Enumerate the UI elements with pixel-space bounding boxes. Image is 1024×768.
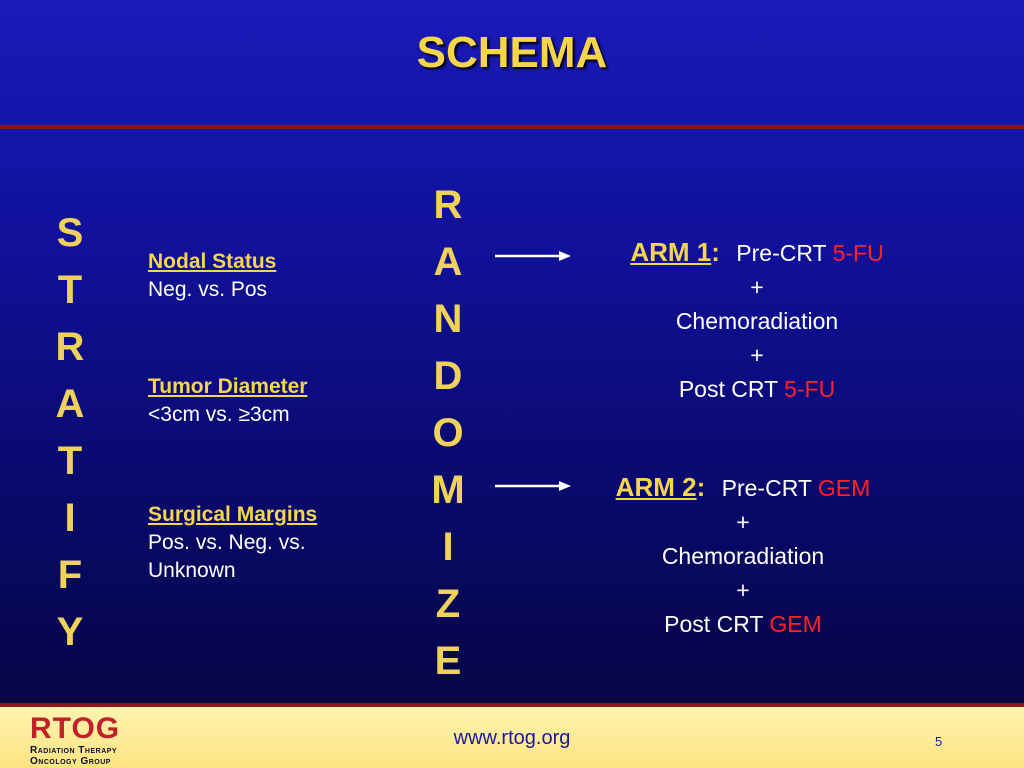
factor-name: Nodal Status: [148, 250, 277, 273]
post-crt-text: Post CRT: [664, 611, 764, 637]
arm-colon: :: [696, 472, 706, 502]
randomize-letter: N: [433, 297, 463, 341]
footer-bar: RTOG Radiation Therapy Oncology Group ww…: [0, 707, 1024, 768]
post-drug: GEM: [769, 611, 822, 637]
logo-subtitle: Radiation Therapy Oncology Group: [30, 745, 180, 767]
arrow-right-icon: [495, 251, 571, 261]
post-crt-line: Post CRT 5-FU: [592, 372, 922, 406]
rtog-logo: RTOG Radiation Therapy Oncology Group: [30, 712, 180, 768]
randomize-letter: A: [433, 240, 463, 284]
randomize-letter: O: [432, 411, 464, 455]
randomize-letter: M: [431, 468, 465, 512]
pre-drug: 5-FU: [832, 240, 884, 266]
stratify-letter: S: [56, 211, 84, 255]
randomize-letter: Z: [435, 582, 461, 626]
randomize-letter: R: [433, 183, 463, 227]
arm-2-block: ARM 2: Pre-CRT GEM + Chemoradiation + Po…: [578, 470, 908, 641]
pre-drug: GEM: [817, 475, 871, 501]
stratify-letter: T: [57, 268, 83, 312]
logo-mark: RTOG: [30, 712, 121, 745]
page-number: 5: [935, 734, 943, 749]
slide-background: SCHEMA S T R A T I F Y Nodal Status Neg.…: [0, 0, 1024, 706]
strat-factor-nodal-status: Nodal Status Neg. vs. Pos: [148, 248, 408, 304]
plus-sign: +: [736, 509, 750, 535]
post-drug: 5-FU: [784, 376, 836, 402]
randomize-letter: E: [434, 639, 462, 683]
arm-colon: :: [711, 237, 720, 267]
plus-sign: +: [736, 577, 750, 603]
pre-crt-text: Pre-CRT: [721, 475, 812, 501]
factor-values: Neg. vs. Pos: [148, 278, 268, 301]
stratify-letter: F: [57, 553, 83, 597]
factor-name: Surgical Margins: [148, 503, 318, 526]
chemoradiation-text: Chemoradiation: [661, 543, 825, 569]
stratify-letter: T: [57, 439, 83, 483]
chemoradiation-text: Chemoradiation: [675, 308, 839, 334]
footer-url: www.rtog.org: [453, 727, 571, 749]
logo-line-2: Oncology Group: [30, 756, 111, 767]
post-crt-text: Post CRT: [678, 376, 778, 402]
strat-factor-surgical-margins: Surgical Margins Pos. vs. Neg. vs. Unkno…: [148, 501, 388, 585]
stratify-vertical-word: S T R A T I F Y: [42, 205, 98, 661]
randomize-vertical-word: R A N D O M I Z E: [420, 177, 476, 690]
arm-header: ARM 1: Pre-CRT 5-FU: [592, 235, 922, 270]
strat-factor-tumor-diameter: Tumor Diameter <3cm vs. ≥3cm: [148, 373, 408, 429]
footer-divider: [0, 703, 1024, 707]
arm-label: ARM 1: [630, 237, 712, 267]
logo-line-1: Radiation Therapy: [30, 745, 118, 756]
arm-1-block: ARM 1: Pre-CRT 5-FU + Chemoradiation + P…: [592, 235, 922, 406]
pre-crt-text: Pre-CRT: [736, 240, 827, 266]
title-divider: [0, 125, 1024, 129]
stratify-letter: I: [64, 496, 76, 540]
arrow-right-icon: [495, 481, 571, 491]
factor-values: Pos. vs. Neg. vs. Unknown: [148, 531, 306, 582]
arm-label: ARM 2: [615, 472, 697, 502]
factor-values: <3cm vs. ≥3cm: [148, 403, 290, 426]
stratify-letter: A: [55, 382, 85, 426]
stratify-letter: R: [55, 325, 85, 369]
randomize-letter: D: [433, 354, 463, 398]
stratify-letter: Y: [56, 610, 84, 654]
slide-title: SCHEMA: [416, 28, 608, 77]
post-crt-line: Post CRT GEM: [578, 607, 908, 641]
factor-name: Tumor Diameter: [148, 375, 308, 398]
plus-sign: +: [750, 274, 764, 300]
arm-header: ARM 2: Pre-CRT GEM: [578, 470, 908, 505]
plus-sign: +: [750, 342, 764, 368]
randomize-letter: I: [442, 525, 454, 569]
